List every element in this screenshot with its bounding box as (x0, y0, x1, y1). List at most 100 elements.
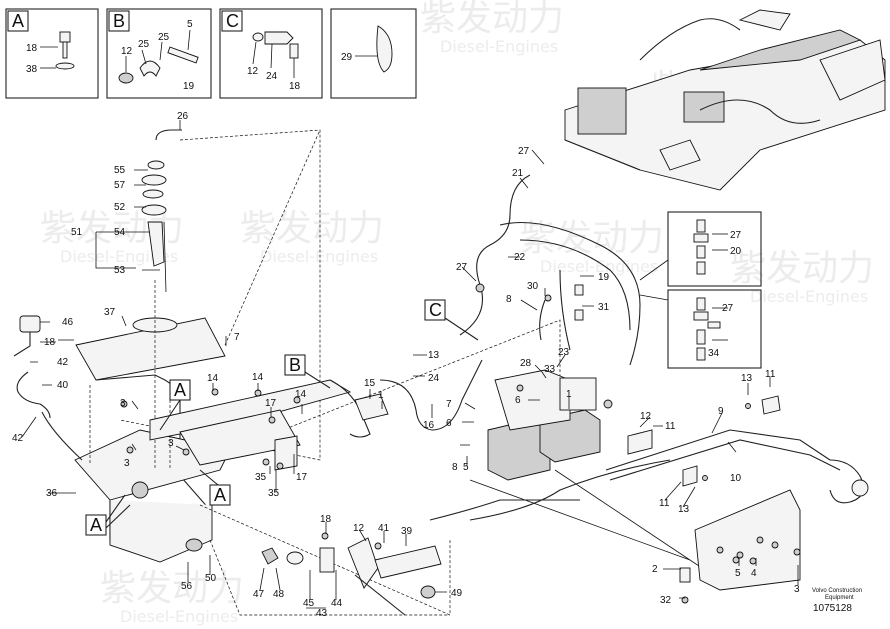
machine-overview (564, 9, 886, 191)
callout-number: 33 (544, 364, 556, 375)
callout-number: 19 (598, 272, 610, 283)
view-marker-c (424, 299, 446, 321)
washer-icon (55, 62, 75, 70)
callout-number: 51 (71, 227, 83, 238)
watermark-text: 紫发动力 (730, 248, 874, 289)
callout-number: 14 (207, 373, 219, 384)
bolt-icon (59, 31, 71, 43)
callout-number: 3 (168, 438, 174, 449)
callout-number: 3 (794, 584, 800, 595)
callout-number: 53 (114, 265, 126, 276)
inset-box-lower (667, 289, 762, 369)
detail-letter: A (12, 11, 24, 31)
clamp-icon (264, 31, 294, 45)
view-marker-a (209, 484, 231, 506)
callout-number: 27 (518, 146, 530, 157)
callout-number: 47 (253, 589, 265, 600)
part-label: 25 (138, 39, 150, 50)
part-label: 5 (187, 19, 193, 30)
part-label: 29 (341, 52, 353, 63)
callout-number: 40 (57, 380, 69, 391)
callout-number: 7 (446, 399, 452, 410)
lever-assembly (261, 532, 442, 616)
callout-number: 17 (265, 398, 277, 409)
callout-number: 3 (124, 458, 130, 469)
callout-number: 27 (456, 262, 468, 273)
callout-number: 3 (120, 398, 126, 409)
bolt-icon (289, 43, 299, 59)
watermark-text: Diesel-Engines (540, 257, 658, 276)
callout-number: 43 (316, 608, 328, 619)
view-letter: C (429, 300, 442, 320)
callout-number: 9 (718, 406, 724, 417)
callout-number: 13 (741, 373, 753, 384)
inset-box-upper (667, 211, 762, 287)
callout-number: 1 (566, 389, 572, 400)
nut-icon (118, 72, 134, 84)
callout-number: 30 (527, 281, 539, 292)
watermark-text: Diesel-Engines (440, 37, 558, 56)
callout-number: 41 (378, 523, 390, 534)
part-label: 25 (158, 32, 170, 43)
part-label: 12 (247, 66, 259, 77)
filter-icon (19, 315, 41, 333)
callout-number: 7 (234, 332, 240, 343)
callout-number: 5 (735, 568, 741, 579)
callout-number: 11 (665, 421, 676, 432)
watermark-text: 紫发动力 (420, 0, 564, 39)
watermark-text: Diesel-Engines (260, 247, 378, 266)
sender-icon (131, 481, 149, 499)
callout-number: 22 (514, 252, 526, 263)
part-label: 18 (26, 43, 38, 54)
callout-number: 17 (296, 472, 308, 483)
part-label: 38 (26, 64, 38, 75)
guard-plate (679, 489, 801, 604)
callout-number: 42 (57, 357, 69, 368)
detail-box-clip: 29 (330, 8, 417, 99)
callout-number: 18 (44, 337, 56, 348)
clamp-icon (139, 60, 161, 77)
callout-number: 11 (659, 498, 670, 509)
callout-number: 32 (660, 595, 672, 606)
detail-box-a: A 18 38 (5, 8, 99, 99)
callout-number: 49 (451, 588, 463, 599)
callout-number: 50 (205, 573, 217, 584)
watermark-text: 紫发动力 (240, 208, 384, 249)
callout-number: 8 (452, 462, 458, 473)
callout-number: 36 (46, 488, 58, 499)
callout-number: 20 (730, 246, 742, 257)
callout-number: 45 (303, 598, 315, 609)
footer-company: Volvo Construction (812, 588, 862, 594)
callout-number: 14 (252, 372, 264, 383)
callout-number: 46 (62, 317, 74, 328)
part-label: 24 (266, 71, 278, 82)
view-letter: B (289, 355, 301, 375)
detail-box-b: B 12 25 25 5 19 (106, 8, 212, 99)
callout-number: 37 (104, 307, 116, 318)
footer-reference-number: 1075128 (813, 603, 852, 614)
tank-icon (577, 87, 627, 135)
callout-number: 31 (598, 302, 610, 313)
watermark-text: Diesel-Engines (750, 287, 868, 306)
view-letter: A (174, 380, 186, 400)
strainer-icon (147, 221, 165, 267)
leader-lines (21, 120, 799, 609)
detail-letter: B (113, 11, 125, 31)
footer: Volvo Construction Equipment 1075128 (812, 588, 862, 614)
callout-number: 57 (114, 180, 126, 191)
detail-letter: C (226, 11, 239, 31)
callout-number: 5 (463, 462, 469, 473)
bracket-assembly (120, 359, 483, 471)
callout-number: 52 (114, 202, 126, 213)
callout-number: 23 (558, 347, 570, 358)
view-letter: A (90, 515, 102, 535)
callout-number: 6 (515, 395, 521, 406)
watermark-text: 紫发动力 (100, 568, 244, 609)
callout-number: 42 (12, 433, 24, 444)
callout-number: 55 (114, 165, 126, 176)
callout-number: 48 (273, 589, 285, 600)
callout-number: 28 (520, 358, 532, 369)
callout-number: 16 (423, 420, 435, 431)
callout-number: 12 (640, 411, 652, 422)
